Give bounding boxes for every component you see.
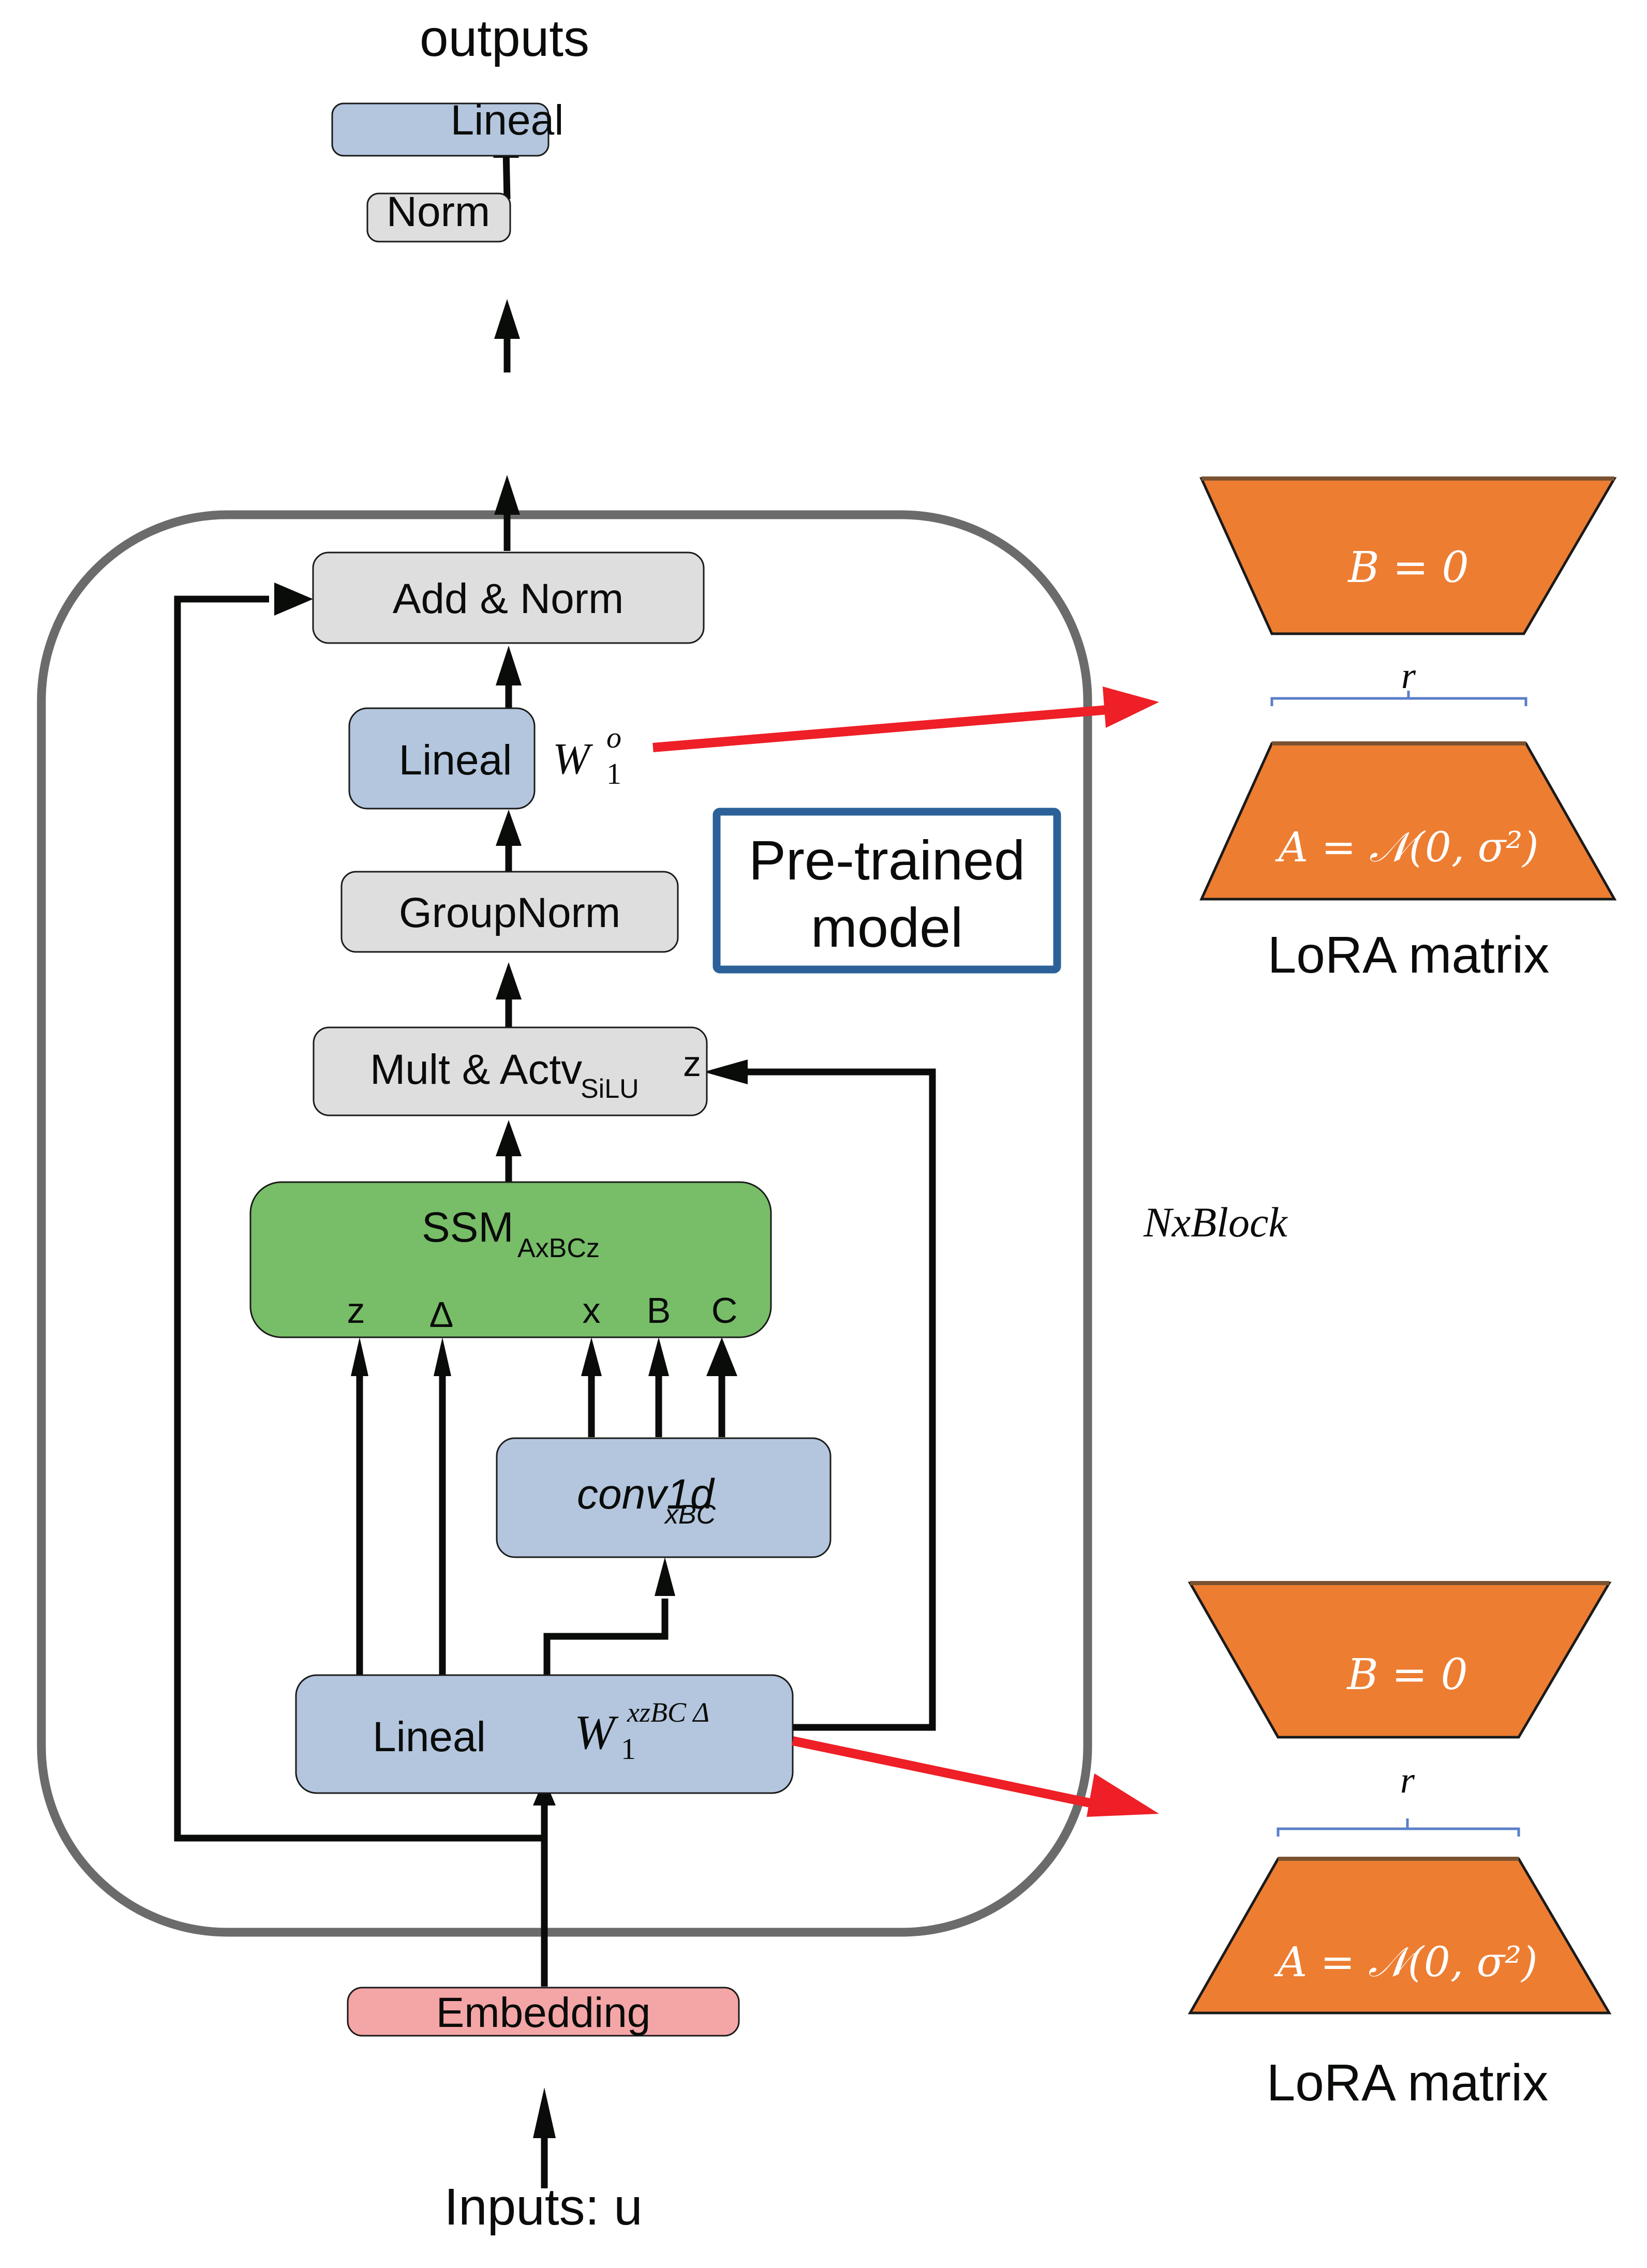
lora-arrow-upper (652, 687, 1159, 752)
residual-skip-connection (174, 583, 544, 1842)
arrow-norm-to-lineal (494, 299, 520, 372)
lora-arrow-lower (792, 1736, 1159, 1817)
ssm-port-b: B (647, 1290, 671, 1331)
arrow-conv1d-to-ssm-b (648, 1337, 669, 1437)
arrow-linealw1-to-ssm-z (351, 1337, 368, 1675)
arrow-linealw1o-to-addnorm (496, 646, 522, 709)
ssm-port-x: x (583, 1290, 601, 1331)
lineal-w1o-sub: 1 (606, 757, 621, 790)
arrow-conv1d-to-ssm-c (706, 1337, 737, 1437)
lineal-w1o-weight: W (553, 734, 593, 783)
lora-caption: LoRA matrix (1268, 926, 1550, 984)
groupnorm-block: GroupNorm (340, 871, 679, 953)
ssm-port-z: z (347, 1290, 365, 1331)
lora-rank-label: r (1400, 1759, 1415, 1801)
ssm-block: SSM AxBCz z Δ x B C (249, 1181, 772, 1338)
norm-block: Norm (366, 188, 511, 243)
arrow-mult-to-groupnorm (496, 962, 522, 1027)
arrow-inputs-to-embedding (533, 2087, 556, 2188)
arrow-addnorm-to-norm (494, 475, 520, 551)
ssm-port-delta: Δ (429, 1294, 454, 1335)
add-norm-block: Add & Norm (312, 551, 705, 644)
lora-b-label: B = 0 (1347, 543, 1468, 592)
lora-rank-label: r (1401, 655, 1416, 696)
lora-a-matrix (1188, 1857, 1612, 2015)
lora-a-label: A = 𝒩(0, σ²) (1273, 1938, 1537, 1986)
arrow-conv1d-to-ssm-x (581, 1337, 602, 1437)
lora-a-label: A = 𝒩(0, σ²) (1274, 823, 1538, 871)
conv1d-block: conv1d xBC (496, 1437, 832, 1558)
ssm-sub: AxBCz (517, 1233, 600, 1263)
add-norm-label: Add & Norm (393, 575, 624, 622)
lora-a-matrix (1199, 742, 1617, 901)
mult-actv-label: Mult & Actv (370, 1046, 582, 1093)
lineal-w1o-label: Lineal (399, 737, 512, 784)
lora-matrix-lower: B = 0 r A = 𝒩(0, σ²) LoRA matrix (1188, 1581, 1612, 2112)
embedding-block: Embedding (347, 1987, 740, 2037)
embedding-label: Embedding (436, 1989, 651, 2036)
pretrained-label-line2: model (811, 896, 963, 959)
lineal-w1o-block: Lineal W o 1 (348, 707, 621, 810)
lineal-w1-input-sup: xzBC Δ (627, 1697, 709, 1728)
nxblock-container (37, 510, 1092, 1937)
arrow-groupnorm-to-linealw1o (496, 810, 522, 872)
conv1d-label: conv1d (577, 1471, 715, 1518)
lineal-w1-input-block: Lineal W xzBC Δ 1 (295, 1674, 794, 1794)
pretrained-label-line1: Pre-trained (749, 829, 1025, 891)
inputs-label: Inputs: u (444, 2178, 643, 2236)
lineal-w1o-sup: o (606, 721, 621, 754)
arrow-ssm-to-mult (496, 1120, 522, 1182)
ssm-label: SSM (422, 1204, 514, 1251)
norm-label: Norm (387, 188, 490, 235)
lora-matrix-upper: B = 0 r A = 𝒩(0, σ²) LoRA matrix (1199, 476, 1617, 984)
rank-brace (1270, 691, 1527, 706)
mult-actv-sub: SiLU (581, 1074, 639, 1104)
mult-actv-block: Mult & Actv SiLU z (313, 1026, 708, 1116)
rank-brace (1277, 1818, 1520, 1837)
lineal-w1-input-sub: 1 (621, 1732, 636, 1766)
arrow-linealw1-to-ssm-delta (434, 1337, 451, 1675)
pretrained-model-box: Pre-trained model (713, 808, 1061, 974)
ssm-port-c: C (711, 1290, 738, 1331)
lora-b-label: B = 0 (1346, 1650, 1467, 1699)
lineal-output-block: Lineal (331, 97, 564, 157)
outputs-label: outputs (420, 9, 589, 67)
arrow-embedding-to-linealw1 (533, 1779, 556, 1987)
lineal-w1-input-label: Lineal (373, 1713, 486, 1760)
lora-caption: LoRA matrix (1267, 2054, 1549, 2112)
conv1d-sub: xBC (663, 1500, 716, 1530)
mult-actv-z-port: z (683, 1043, 701, 1084)
arrow-linealw1-to-conv1d (543, 1557, 675, 1675)
lineal-output-label: Lineal (451, 97, 564, 144)
lineal-w1-input-weight: W (574, 1706, 619, 1759)
nxblock-label: NxBlock (1143, 1199, 1288, 1246)
z-bypass-connection (704, 1060, 936, 1731)
groupnorm-label: GroupNorm (399, 889, 620, 936)
